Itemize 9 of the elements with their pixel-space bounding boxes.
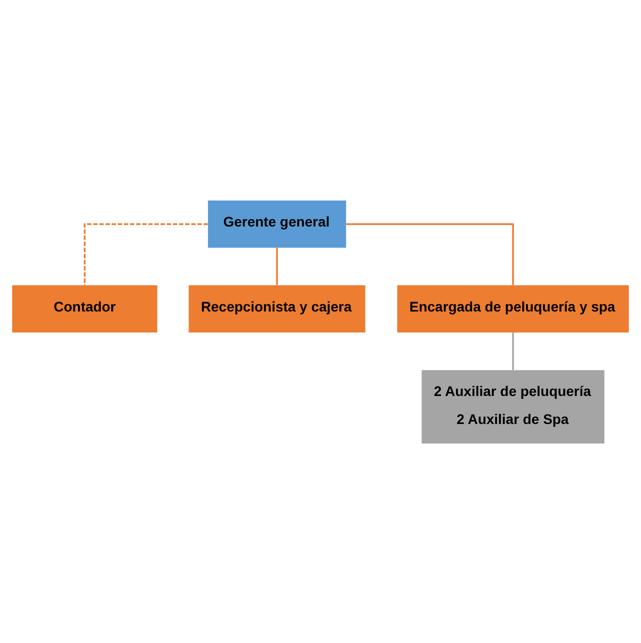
- connector: [346, 222, 514, 285]
- node-box: Recepcionista y cajera: [188, 284, 366, 332]
- node-box: Encargada de peluquería y spa: [397, 284, 629, 332]
- connector: [512, 332, 514, 370]
- node-box: Contador: [12, 284, 158, 332]
- node-box: 2 Auxiliar de peluquería 2 Auxiliar de Spa: [422, 370, 604, 443]
- connector: [84, 222, 208, 285]
- connector: [276, 247, 278, 285]
- node-box: Gerente general: [208, 200, 346, 248]
